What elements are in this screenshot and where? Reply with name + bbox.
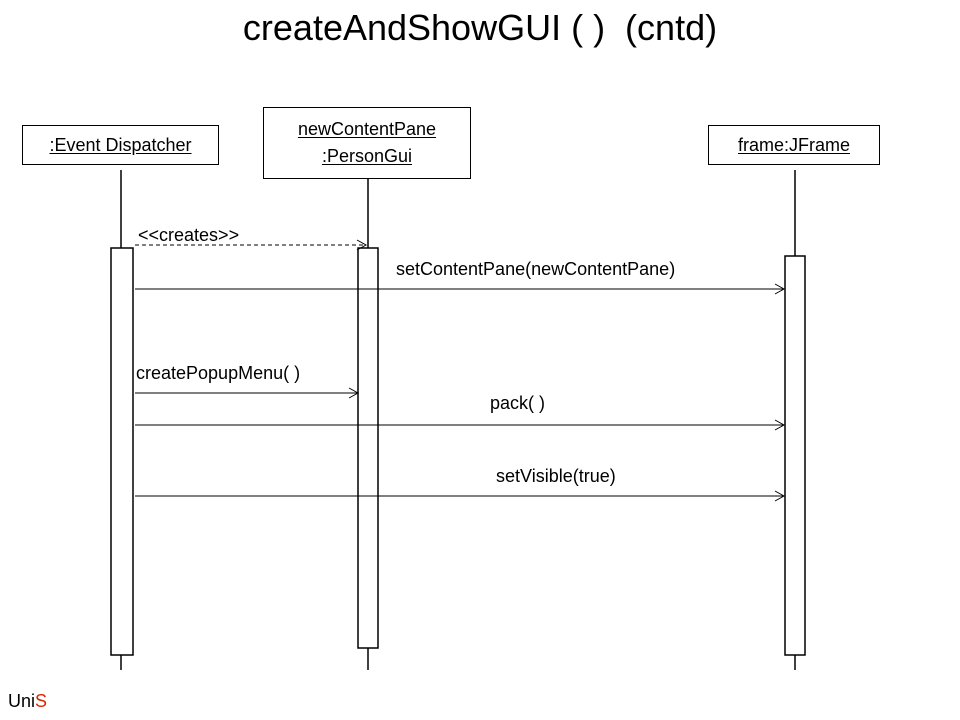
- lifeline-box-jframe: frame:JFrame: [708, 125, 880, 165]
- lifeline-label-persongui-name: newContentPane: [297, 119, 437, 139]
- brand-logo: UniS: [8, 690, 47, 712]
- set-content-pane-label: setContentPane(newContentPane): [396, 259, 676, 279]
- set-visible-label: setVisible(true): [496, 466, 616, 486]
- brand-accent: S: [35, 691, 48, 711]
- activation-jframe: [784, 255, 806, 656]
- lifeline-label-jframe: frame:JFrame: [737, 135, 851, 155]
- creates-label: <<creates>>: [138, 225, 240, 245]
- pack-arrow-head: [774, 419, 786, 431]
- create-popup-menu-label: createPopupMenu( ): [136, 363, 301, 383]
- creates-arrow-head: [356, 239, 368, 251]
- activation-persongui: [357, 247, 379, 649]
- create-popup-menu-arrow-head: [348, 387, 360, 399]
- brand-prefix: Uni: [8, 691, 36, 711]
- lifeline-label-dispatcher: :Event Dispatcher: [49, 135, 192, 155]
- lifeline-box-dispatcher: :Event Dispatcher: [22, 125, 219, 165]
- slide-title: createAndShowGUI ( ) (cntd): [242, 7, 718, 48]
- activation-dispatcher: [110, 247, 134, 656]
- set-content-pane-arrow-head: [774, 283, 786, 295]
- lifeline-label-persongui-type: :PersonGui: [321, 146, 413, 166]
- lifeline-box-persongui: newContentPane :PersonGui: [263, 107, 471, 179]
- pack-label: pack( ): [490, 393, 546, 413]
- set-visible-arrow-head: [774, 490, 786, 502]
